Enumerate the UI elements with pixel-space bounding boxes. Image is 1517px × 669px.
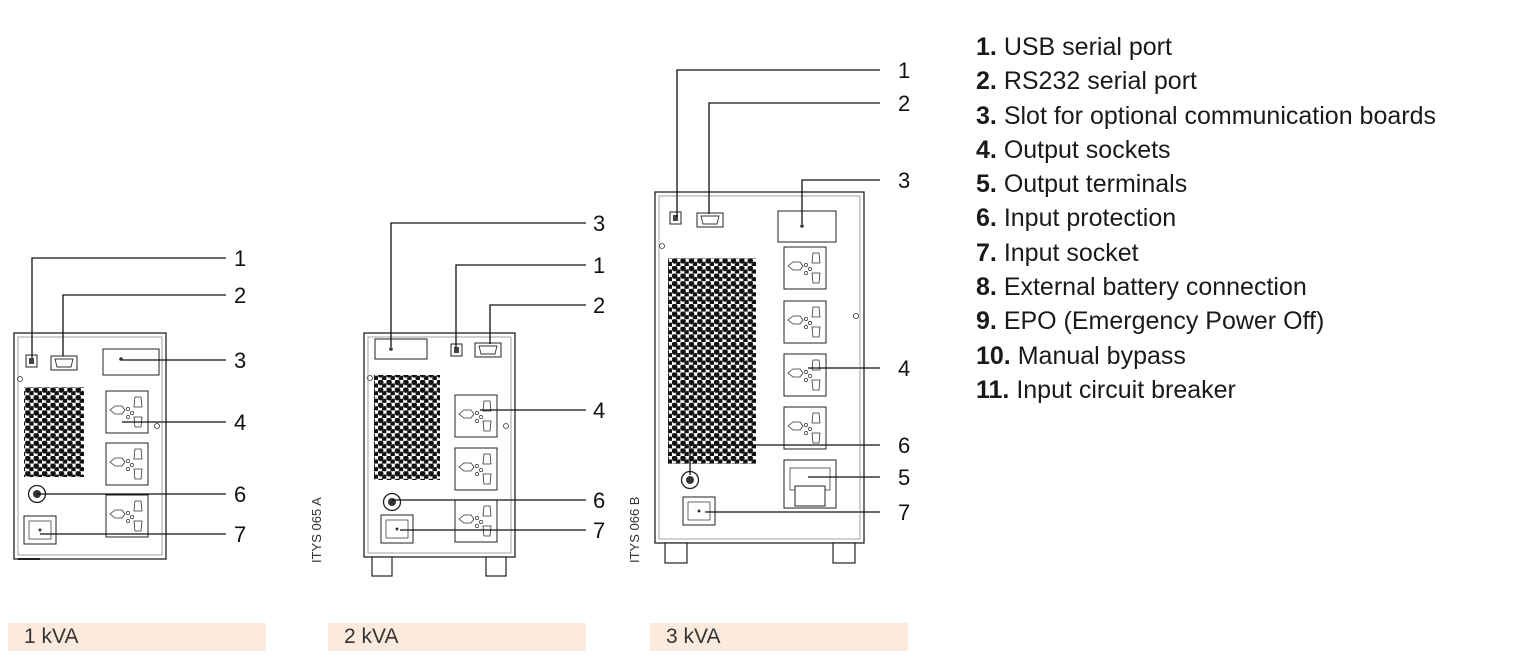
callout-number: 7 [234, 522, 246, 547]
callout-number: 6 [234, 482, 246, 507]
callout-number: 1 [234, 246, 246, 271]
caption-2kva: 2 kVA [328, 623, 586, 651]
callout-number: 4 [593, 398, 605, 423]
callout-number: 3 [234, 348, 246, 373]
legend-number: 8. [976, 273, 997, 302]
ups-3kva-callout-lines [676, 69, 880, 513]
legend-item: 2. RS232 serial port [976, 64, 1436, 98]
legend-label: External battery connection [1003, 273, 1307, 302]
ups-3kva-rear-panel [654, 191, 865, 564]
legend-label: Input protection [1003, 204, 1177, 233]
legend-number: 4. [976, 135, 997, 164]
legend-number: 6. [976, 204, 997, 233]
legend-label: RS232 serial port [1003, 67, 1197, 96]
legend-number: 2. [976, 67, 997, 96]
ups-1kva-rear-panel [13, 332, 167, 560]
caption-text: 3 kVA [666, 625, 721, 648]
ups-1kva-callout-lines [31, 257, 226, 535]
callout-number: 4 [898, 356, 910, 381]
caption-3kva: 3 kVA [650, 623, 908, 651]
callout-number: 7 [898, 500, 910, 525]
legend-item: 7. Input socket [976, 236, 1436, 270]
legend-item: 6. Input protection [976, 201, 1436, 235]
legend-label: Input circuit breaker [1016, 375, 1236, 404]
legend-number: 5. [976, 170, 997, 199]
legend-item: 9. EPO (Emergency Power Off) [976, 304, 1436, 338]
legend-item: 1. USB serial port [976, 30, 1436, 64]
callout-number: 6 [898, 433, 910, 458]
legend-item: 8. External battery connection [976, 270, 1436, 304]
callout-number: 2 [234, 283, 246, 308]
legend-number: 9. [976, 307, 997, 336]
callout-number: 3 [898, 168, 910, 193]
legend-label: Slot for optional communication boards [1003, 101, 1436, 130]
callout-number: 6 [593, 488, 605, 513]
callout-number: 4 [234, 410, 246, 435]
callout-number: 1 [593, 253, 605, 278]
drawing-code: ITYS 066 B [627, 497, 642, 563]
legend-label: Input socket [1003, 238, 1139, 267]
drawing-code: ITYS 065 A [309, 497, 324, 563]
caption-text: 1 kVA [24, 625, 79, 648]
legend-label: Manual bypass [1017, 341, 1186, 370]
ups-2kva-callouts: 3 1 2 4 6 7 [593, 211, 605, 543]
legend-list: 1. USB serial port 2. RS232 serial port … [976, 30, 1436, 407]
legend-label: Output sockets [1003, 135, 1171, 164]
legend-item: 11. Input circuit breaker [976, 373, 1436, 407]
ups-2kva-callout-lines [390, 222, 586, 531]
legend-item: 4. Output sockets [976, 133, 1436, 167]
legend-number: 11. [976, 375, 1010, 404]
legend-item: 10. Manual bypass [976, 339, 1436, 373]
callout-number: 3 [593, 211, 605, 236]
callout-number: 5 [898, 465, 910, 490]
legend-label: Output terminals [1003, 170, 1188, 199]
callout-number: 2 [898, 91, 910, 116]
caption-1kva: 1 kVA [8, 623, 266, 651]
ups-3kva-callouts: 1 2 3 4 6 5 7 [898, 58, 910, 525]
legend-number: 10. [976, 341, 1011, 370]
callout-number: 7 [593, 518, 605, 543]
caption-text: 2 kVA [344, 625, 399, 648]
ups-2kva-rear-panel [363, 332, 516, 577]
legend-item: 5. Output terminals [976, 167, 1436, 201]
legend-number: 3. [976, 101, 997, 130]
legend-number: 7. [976, 238, 997, 267]
legend-label: EPO (Emergency Power Off) [1003, 307, 1325, 336]
callout-number: 1 [898, 58, 910, 83]
legend-number: 1. [976, 33, 997, 61]
legend-item: 3. Slot for optional communication board… [976, 99, 1436, 133]
legend-label: USB serial port [1003, 33, 1172, 61]
callout-number: 2 [593, 293, 605, 318]
ups-1kva-callouts: 1 2 3 4 6 7 [234, 246, 246, 547]
